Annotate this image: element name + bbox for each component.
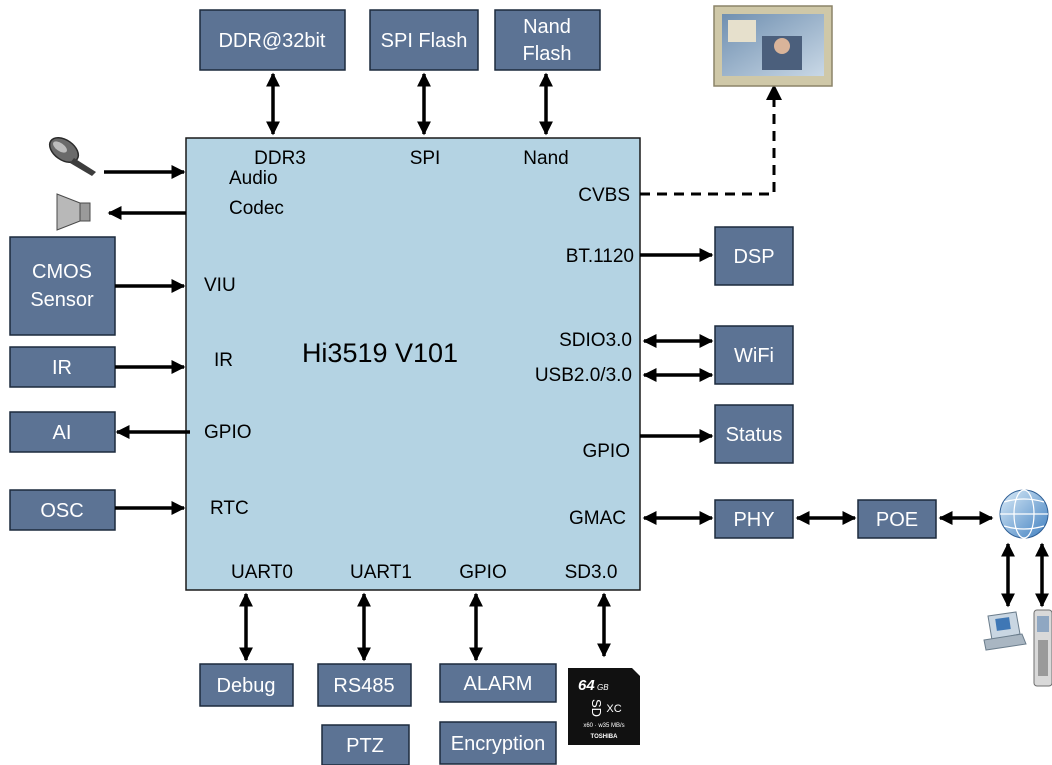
sd-speed: x60 · w35 MB/s (583, 723, 624, 729)
block-spi-flash: SPI Flash (369, 9, 479, 71)
phone-icon (1033, 609, 1052, 687)
microphone-icon (48, 136, 96, 176)
block-alarm: ALARM (439, 663, 557, 703)
port-audio-line2: Codec (229, 198, 284, 219)
block-debug: Debug (199, 663, 294, 707)
port-uart0: UART0 (231, 562, 293, 583)
block-poe-label: POE (876, 509, 918, 531)
block-phy-label: PHY (733, 509, 774, 531)
block-dsp-label: DSP (733, 246, 774, 268)
sd-capacity: 64 (578, 677, 595, 694)
monitor-icon (713, 5, 833, 87)
sd-type-1: SD (589, 699, 604, 717)
port-rtc: RTC (210, 498, 249, 519)
block-ir: IR (9, 346, 116, 388)
port-gpio-left: GPIO (204, 422, 252, 443)
sd-brand: TOSHIBA (591, 734, 619, 740)
block-wifi-label: WiFi (734, 345, 774, 367)
block-ai: AI (9, 411, 116, 453)
port-ir: IR (214, 350, 233, 371)
port-audio-line1: Audio (229, 168, 278, 189)
block-ir-label: IR (52, 357, 72, 379)
block-ptz: PTZ (321, 724, 410, 765)
sd-type-2: XC (606, 703, 621, 715)
port-ddr3: DDR3 (254, 148, 306, 169)
chip-name: Hi3519 V101 (302, 338, 458, 368)
block-alarm-label: ALARM (464, 673, 533, 695)
block-ddr-label: DDR@32bit (218, 30, 325, 52)
sd-unit: GB (597, 683, 609, 692)
block-osc-label: OSC (40, 500, 83, 522)
block-status-label: Status (726, 424, 783, 446)
port-nand: Nand (523, 148, 568, 169)
port-gmac: GMAC (569, 508, 626, 529)
port-viu: VIU (204, 275, 236, 296)
block-status: Status (714, 404, 794, 464)
port-gpio-bottom: GPIO (459, 562, 507, 583)
globe-icon (999, 489, 1049, 539)
block-nand-flash: Nand Flash (494, 9, 601, 71)
port-uart1: UART1 (350, 562, 412, 583)
sd-card-icon: 64 GB SD XC x60 · w35 MB/s TOSHIBA (568, 668, 640, 745)
port-sd: SD3.0 (565, 562, 618, 583)
link-cvbs (640, 96, 776, 196)
block-spi-flash-label: SPI Flash (381, 30, 468, 52)
speaker-icon (56, 193, 91, 231)
block-encryption: Encryption (439, 721, 557, 765)
port-usb: USB2.0/3.0 (535, 365, 632, 386)
block-phy: PHY (714, 499, 794, 539)
block-dsp: DSP (714, 226, 794, 286)
laptop-icon (983, 611, 1027, 651)
port-gpio-right: GPIO (582, 441, 630, 462)
port-sdio: SDIO3.0 (559, 330, 632, 351)
cvbs-arrowhead (766, 84, 782, 100)
port-spi: SPI (410, 148, 441, 169)
block-ptz-label: PTZ (346, 735, 384, 757)
block-rs485-label: RS485 (333, 675, 394, 697)
block-cmos-label-2: Sensor (30, 289, 94, 311)
block-nand-label-1: Nand (523, 16, 571, 38)
block-cmos-label-1: CMOS (32, 261, 92, 283)
block-ddr: DDR@32bit (199, 9, 346, 71)
block-poe: POE (857, 499, 937, 539)
soc-chip (185, 137, 641, 591)
block-osc: OSC (9, 489, 116, 531)
block-nand-label-2: Flash (523, 43, 572, 65)
port-cvbs: CVBS (578, 185, 630, 206)
block-wifi: WiFi (714, 325, 794, 385)
block-debug-label: Debug (217, 675, 276, 697)
port-bt1120: BT.1120 (566, 246, 634, 267)
block-encryption-label: Encryption (451, 733, 546, 755)
block-cmos-sensor: CMOS Sensor (9, 236, 116, 336)
block-rs485: RS485 (317, 663, 412, 707)
block-ai-label: AI (53, 422, 72, 444)
